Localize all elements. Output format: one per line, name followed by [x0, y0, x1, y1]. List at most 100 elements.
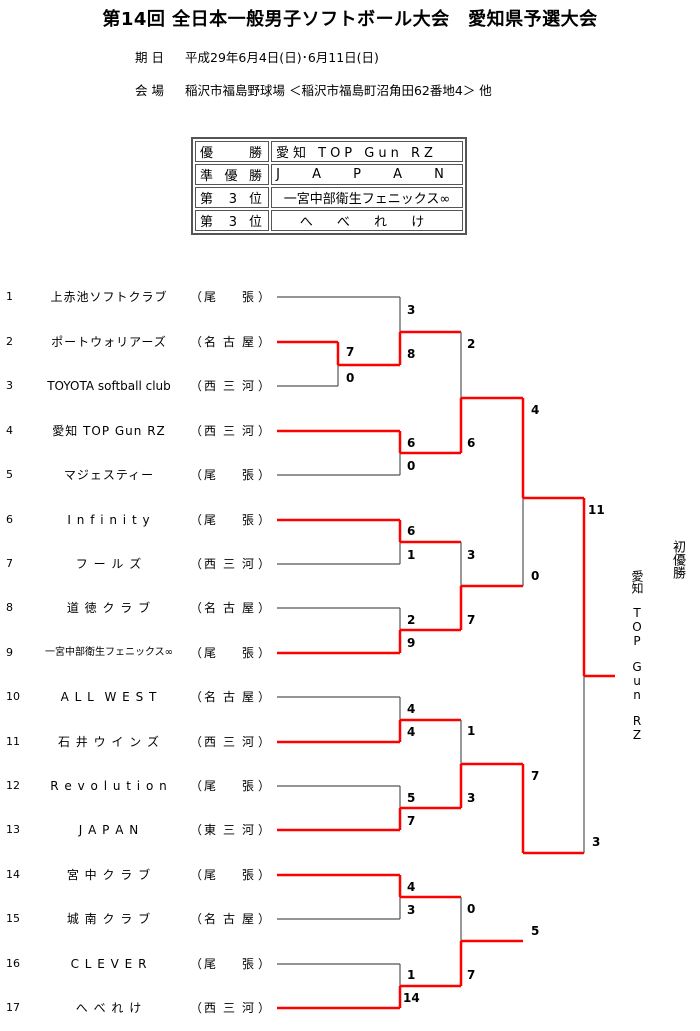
paren-close: ）	[258, 601, 271, 615]
paren-close: ）	[258, 1001, 271, 1015]
team-number: 3	[6, 379, 13, 392]
team-name: 一宮中部衛生フェニックス∞	[44, 647, 174, 658]
team-region: 尾張	[204, 468, 254, 482]
paren-close: ）	[258, 957, 271, 971]
match-score: 1	[407, 968, 416, 982]
paren-close: ）	[258, 690, 271, 704]
rank: 第 3 位	[195, 210, 269, 231]
paren-close: ）	[258, 779, 271, 793]
team-region: 西三河	[204, 735, 254, 749]
match-score: 7	[407, 814, 416, 828]
match-score: 1	[467, 724, 476, 738]
match-score: 1	[407, 548, 416, 562]
match-score: 5	[531, 924, 540, 938]
team-number: 11	[6, 735, 20, 748]
paren-close: ）	[258, 424, 271, 438]
team-number: 10	[6, 690, 20, 703]
team-number: 12	[6, 779, 20, 792]
paren-open: （	[190, 379, 203, 393]
page-title: 第14回 全日本一般男子ソフトボール大会 愛知県予選大会	[102, 9, 598, 30]
match-score: 4	[407, 702, 416, 716]
team-row: 17 へ べ れ け （西三河 ）	[0, 999, 280, 1017]
team-name: 愛知 TOP Gun RZ	[52, 424, 166, 438]
team-row: 12 R e v o l u t i o n （尾張 ）	[0, 777, 280, 795]
team-region: 西三河	[204, 379, 254, 393]
team-name: へ べ れ け	[75, 1001, 143, 1015]
match-score: 6	[407, 524, 416, 538]
match-score: 4	[407, 880, 416, 894]
paren-open: （	[190, 779, 203, 793]
team-number: 5	[6, 468, 13, 481]
team: 愛知 TOP Gun RZ	[271, 141, 463, 162]
paren-close: ）	[258, 646, 271, 660]
team-region: 西三河	[204, 1001, 254, 1015]
paren-open: （	[190, 868, 203, 882]
paren-close: ）	[258, 290, 271, 304]
paren-open: （	[190, 335, 203, 349]
paren-open: （	[190, 912, 203, 926]
team-name: R e v o l u t i o n	[50, 779, 168, 793]
rank: 準優勝	[195, 164, 269, 185]
paren-open: （	[190, 513, 203, 527]
team-number: 9	[6, 646, 13, 659]
date-label: 期日	[135, 50, 169, 65]
team-name: マジェスティー	[63, 468, 155, 482]
rank: 第 3 位	[195, 187, 269, 208]
team-region: 尾張	[204, 957, 254, 971]
paren-open: （	[190, 735, 203, 749]
paren-open: （	[190, 468, 203, 482]
team-region: 尾張	[204, 779, 254, 793]
match-score: 3	[467, 548, 476, 562]
team: へ べ れ け	[271, 210, 463, 231]
date-line: 期日平成29年6月4日(日)･6月11日(日)	[135, 47, 379, 66]
match-score: 0	[467, 902, 476, 916]
team-region: 西三河	[204, 424, 254, 438]
team-number: 17	[6, 1001, 20, 1014]
match-score: 7	[467, 968, 476, 982]
match-score: 2	[467, 337, 476, 351]
team: J A P A N	[271, 164, 463, 185]
match-score: 9	[407, 636, 416, 650]
team: 一宮中部衛生フェニックス∞	[271, 187, 463, 208]
match-score: 4	[407, 725, 416, 739]
venue-label: 会場	[135, 83, 169, 98]
match-score: 3	[407, 903, 416, 917]
paren-close: ）	[258, 379, 271, 393]
paren-open: （	[190, 1001, 203, 1015]
match-score: 5	[407, 791, 416, 805]
team-number: 4	[6, 424, 13, 437]
paren-open: （	[190, 646, 203, 660]
team-number: 13	[6, 823, 20, 836]
team-name: A L L W E S T	[60, 690, 158, 704]
team-number: 2	[6, 335, 13, 348]
match-score: 7	[467, 613, 476, 627]
team-region: 尾張	[204, 868, 254, 882]
champion-note: 初優勝	[670, 540, 685, 579]
venue-line: 会場稲沢市福島野球場 ＜稲沢市福島町沼角田62番地4＞ 他	[135, 80, 492, 99]
paren-close: ）	[258, 912, 271, 926]
match-score: 7	[531, 769, 540, 783]
rank: 優勝	[195, 141, 269, 162]
team-number: 1	[6, 290, 13, 303]
paren-close: ）	[258, 468, 271, 482]
paren-close: ）	[258, 735, 271, 749]
paren-open: （	[190, 823, 203, 837]
paren-close: ）	[258, 823, 271, 837]
team-name: J A P A N	[78, 823, 140, 837]
team-number: 16	[6, 957, 20, 970]
paren-open: （	[190, 690, 203, 704]
team-row: 11 石 井 ウ イ ン ズ （西三河 ）	[0, 733, 280, 751]
match-score: 0	[346, 371, 355, 385]
team-name: 石 井 ウ イ ン ズ	[57, 735, 161, 749]
